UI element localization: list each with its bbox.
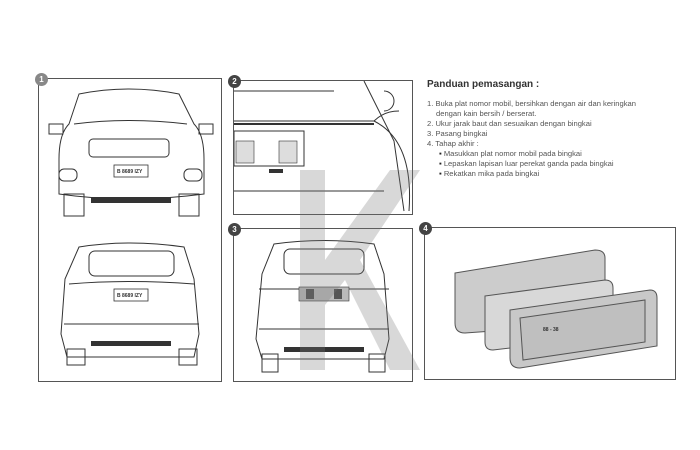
rear-plate-text: B 8689 IZY (117, 293, 143, 299)
step-badge: 4 (419, 222, 432, 235)
step-3-panel: 3 (228, 223, 413, 382)
tailgate-closeup-illustration (234, 81, 411, 212)
guide-step: 2. Ukur jarak baut dan sesuaikan dengan … (427, 119, 592, 128)
guide-step: 3. Pasang bingkai (427, 129, 488, 138)
frame-exploded-illustration: 88 - 38 (454, 249, 658, 369)
guide-bullet: Lepaskan lapisan luar perekat ganda pada… (427, 159, 687, 169)
step-badge: 2 (228, 75, 241, 88)
guide-title: Panduan pemasangan : (427, 79, 540, 90)
car-rear-with-frame-illustration (255, 240, 390, 373)
mirror-plate-text: 88 - 38 (543, 327, 559, 333)
step-1-panel: B 8689 IZY B 8689 IZY 1 (35, 73, 222, 382)
step-badge: 3 (228, 223, 241, 236)
guide-step: 4. Tahap akhir : (427, 139, 479, 148)
guide-step: dengan kain bersih / berserat. (436, 109, 537, 118)
step-2-panel: 2 (228, 75, 413, 215)
guide-bullet: Rekatkan mika pada bingkai (427, 169, 687, 179)
step-4-panel: 88 - 38 4 (419, 222, 676, 380)
front-plate-text: B 8689 IZY (117, 169, 143, 175)
guide-step: 1. Buka plat nomor mobil, bersihkan deng… (427, 99, 636, 108)
step-badge: 1 (35, 73, 48, 86)
watermark-logo (300, 170, 420, 370)
installation-guide: Panduan pemasangan : 1. Buka plat nomor … (427, 80, 687, 179)
car-front-and-rear-illustration: B 8689 IZY B 8689 IZY (48, 88, 214, 366)
guide-bullet: Masukkan plat nomor mobil pada bingkai (427, 149, 687, 159)
